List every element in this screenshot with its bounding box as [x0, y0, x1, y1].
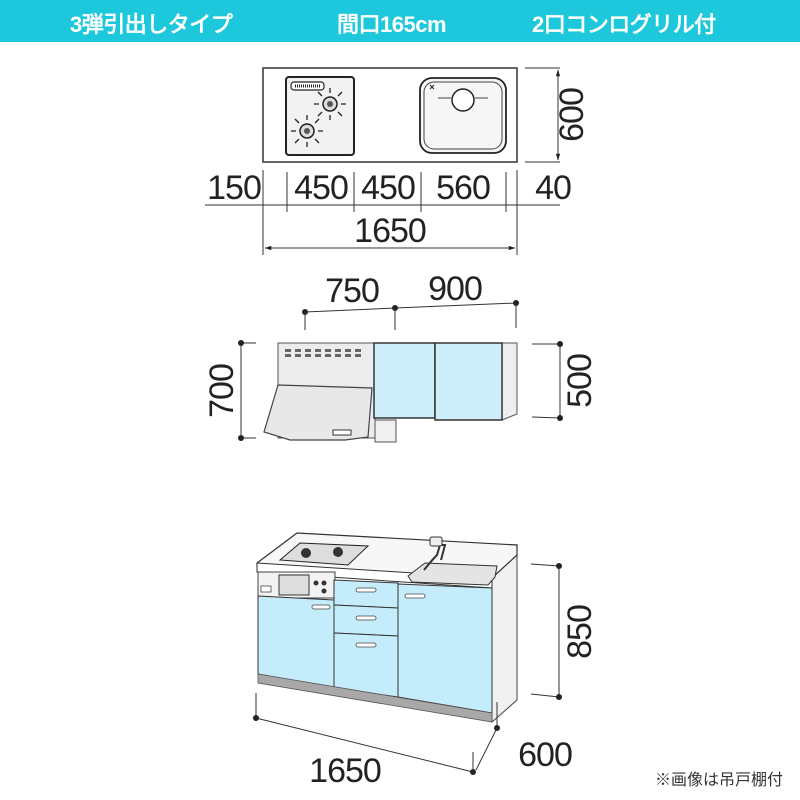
plan-segment-1: 150	[207, 169, 261, 207]
header-banner: 3弾引出しタイプ 間口165cm 2口コンログリル付	[0, 0, 800, 42]
plan-segment-3: 450	[361, 169, 415, 207]
plan-view: 600 150 450 450 560 40 1650	[205, 67, 591, 255]
cabinet-height-label: 500	[561, 354, 599, 408]
banner-width: 間口165cm	[337, 12, 447, 37]
footnote: ※画像は吊戸棚付	[655, 772, 784, 789]
plan-segment-5: 40	[535, 169, 571, 207]
plan-segment-2: 450	[294, 169, 348, 207]
plan-total-width: 1650	[354, 212, 426, 250]
stove-icon	[285, 76, 355, 156]
hood-height-label: 700	[203, 364, 241, 418]
wall-cabinet-view: 750 900 700 500	[203, 270, 599, 443]
plan-segment-4: 560	[436, 169, 490, 207]
cabinet-width-label: 900	[428, 270, 482, 308]
base-cabinet-view: 850 1650 600	[253, 532, 599, 790]
base-depth-label: 600	[518, 736, 572, 774]
banner-stove: 2口コンログリル付	[532, 12, 716, 37]
hood-width-label: 750	[325, 272, 379, 310]
plan-depth-label: 600	[553, 88, 591, 142]
banner-type: 3弾引出しタイプ	[70, 12, 233, 37]
range-hood	[263, 342, 397, 443]
sink-icon	[419, 77, 507, 154]
base-width-label: 1650	[309, 752, 381, 790]
base-height-label: 850	[561, 605, 599, 659]
upper-cabinet	[373, 342, 518, 421]
